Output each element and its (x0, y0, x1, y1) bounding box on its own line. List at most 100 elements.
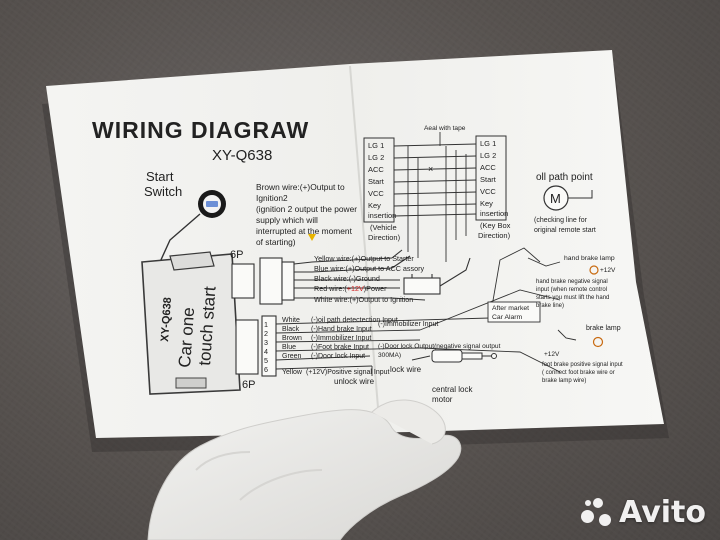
lower-wire-func-1: (-)oil path detectection Input (311, 317, 398, 324)
pin-number-5: 5 (264, 356, 268, 365)
after-market-line-2: Car Alarm (492, 314, 523, 321)
wire-white-label: White wire:(+)Output to Ignition (314, 295, 413, 304)
brake-lamp-note-2: ( connect foot brake wire or (542, 370, 615, 376)
brown-wire-note-4: supply which will (256, 215, 318, 225)
keybox-pin-4: Start (480, 175, 497, 184)
start-switch-label-2: Switch (144, 184, 182, 199)
motor-symbol-label: M (550, 191, 561, 206)
lower-wire-func-4: (-)Foot brake Input (311, 344, 369, 351)
brake-lamp-title: brake lamp (586, 325, 621, 332)
lower-wire-color-2: Black (282, 326, 300, 333)
lower-pin-numbers: 1 2 3 4 5 6 (264, 320, 268, 374)
door-lock-output-2: 300MA) (378, 352, 401, 359)
keybox-caption-2: Direction) (478, 231, 511, 240)
module-line-1: Car one (175, 307, 198, 369)
avito-watermark-text: Avito (619, 495, 706, 530)
lower-wire-lines (275, 247, 561, 373)
connector-top-label: 6P (230, 249, 243, 261)
vehicle-caption-1: (Vehicle (370, 223, 397, 232)
harness-lines (393, 132, 477, 262)
start-button-icon (198, 190, 226, 218)
top-wire-lines (293, 249, 426, 301)
keybox-pin-3: ACC (480, 163, 496, 172)
pin-number-2: 2 (264, 329, 268, 338)
keybox-pin-2: LG 2 (480, 151, 496, 160)
pin-number-1: 1 (264, 320, 268, 329)
lock-wire-line (411, 355, 431, 361)
brake-lamp-icon (592, 336, 604, 348)
vehicle-pin-2: LG 2 (368, 153, 384, 162)
hand-brake-lamp-icon (589, 265, 599, 275)
brown-wire-note-6: of starting) (256, 237, 296, 247)
hand-brake-note-1: hand brake negative signal (536, 279, 608, 285)
wire-red-label: Red wire:(+12V)Power (314, 284, 387, 293)
vehicle-pin-6: Key (368, 201, 381, 210)
lower-wire-func-6: (+12V)Positive signal Input (306, 369, 390, 376)
vehicle-connector-box (363, 137, 395, 223)
central-lock-motor-icon (431, 349, 497, 363)
keybox-pin-5: VCC (480, 187, 496, 196)
brown-wire-note-5: interrupted at the moment (256, 226, 353, 236)
vehicle-pin-3: ACC (368, 165, 384, 174)
lower-wire-func-2: (-)Hand brake Input (311, 326, 372, 333)
central-lock-label-2: motor (432, 395, 453, 404)
hand-brake-switch-icon (527, 257, 561, 267)
hand-brake-note-2: input (when remote control (536, 287, 607, 293)
gloved-hand (147, 399, 462, 540)
diagram-sheet (42, 50, 669, 452)
brown-wire-note-1: Brown wire:(+)Output to (256, 182, 345, 192)
starter-module (141, 251, 241, 395)
module-code-label: XY-Q638 (159, 297, 174, 342)
lower-connector (235, 315, 277, 377)
connector-bottom-label: 6P (242, 379, 255, 391)
keybox-pin-6: Key (480, 199, 493, 208)
lower-wire-color-5: Green (282, 353, 302, 360)
avito-watermark: Avito (579, 495, 706, 530)
brown-wire-note-3: (ignition 2 output the power (256, 204, 357, 214)
vehicle-pin-1: LG 1 (368, 141, 384, 150)
start-switch-label-1: Start (146, 169, 174, 184)
hand-brake-note-4: brake line) (536, 303, 564, 309)
oil-path-caption-1: (checking line for (534, 217, 588, 224)
battery-symbol (403, 257, 471, 295)
oil-path-wire (568, 190, 593, 199)
brake-lamp-note-3: brake lamp wire) (542, 378, 586, 384)
hand-brake-voltage: +12V (600, 267, 616, 274)
brake-lamp-voltage: +12V (544, 351, 560, 358)
wire-blue-label: Blue wire:(+)Output to ACC assory (314, 264, 424, 273)
brake-lamp-note-1: foot brake positive signal input (542, 362, 623, 368)
central-lock-label-1: central lock (432, 385, 473, 394)
tape-label: Aeal with tape (424, 125, 466, 132)
lower-wire-func-3: (-)Immobilizer Input (311, 335, 371, 342)
vehicle-pin-7: insertion (368, 211, 396, 220)
pin-number-3: 3 (264, 338, 268, 347)
hand-brake-note-3: starts you must lift the hand (536, 295, 609, 301)
avito-logo-icon (579, 496, 613, 530)
vehicle-pin-4: Start (368, 177, 385, 186)
lower-wire-color-4: Blue (282, 344, 296, 351)
wire-black-label: Black wire:(-)Ground (314, 274, 380, 283)
lower-wire-color-6: Yellow (282, 369, 303, 376)
keybox-connector-box (475, 135, 507, 221)
immobilizer-note: (-)Immobilizer Input (378, 321, 438, 328)
note-arrow-icon (308, 234, 316, 241)
lower-wire-color-1: White (282, 317, 300, 324)
vehicle-caption-2: Direction) (368, 233, 401, 242)
door-lock-output-1: (-)Door lock Output(negative signal outp… (378, 343, 501, 350)
keybox-pin-1: LG 1 (480, 139, 496, 148)
keybox-pin-column: LG 1 LG 2 ACC Start VCC Key insertion (480, 139, 508, 218)
oil-path-title: oll path point (536, 172, 593, 183)
after-market-alarm-box (487, 301, 541, 323)
wire-yellow-label: Yellow wire:(+)Output to Starter (314, 254, 414, 263)
cut-mark-icon: × (428, 164, 433, 174)
paper-fold (349, 65, 381, 433)
keybox-caption-1: (Key Box (480, 221, 511, 230)
model-number: XY-Q638 (212, 147, 272, 164)
oil-path-caption-2: original remote start (534, 227, 596, 234)
lock-wire-label: lock wire (390, 365, 422, 374)
lower-wire-color-3: Brown (282, 335, 302, 342)
pin-number-4: 4 (264, 347, 268, 356)
brown-wire-note-2: Ignition2 (256, 193, 288, 203)
switch-cable (159, 213, 201, 263)
